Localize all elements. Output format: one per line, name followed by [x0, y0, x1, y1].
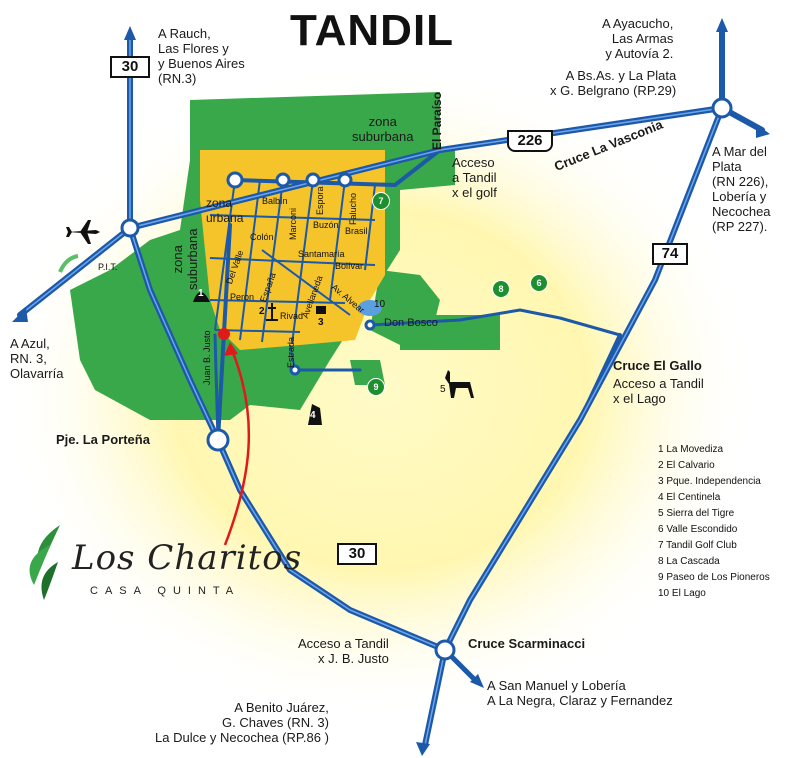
junction-el-gallo-sub: Acceso a Tandil x el Lago	[613, 376, 704, 406]
legend-item: 8 La Cascada	[658, 556, 720, 567]
legend-item: 4 El Centinela	[658, 492, 721, 503]
el-paraiso-label: El Paraíso	[430, 91, 444, 150]
zone-suburbana-top: zona suburbana	[352, 114, 414, 144]
llama-icon	[445, 370, 474, 398]
map-title: TANDIL	[290, 6, 455, 55]
airplane-icon	[66, 220, 100, 244]
legend-item: 10 El Lago	[658, 588, 706, 599]
poi-number-10: 10	[374, 299, 386, 310]
poi-marker-9: 9	[367, 378, 385, 396]
dest-west: A Azul, RN. 3, Olavarría	[10, 336, 64, 381]
zone-suburbana-left: zona suburbana	[170, 228, 200, 290]
logo-leaves-icon	[29, 525, 60, 600]
junction-scarminacci: Cruce Scarminacci	[468, 636, 586, 651]
street-espora: Espora	[315, 186, 325, 215]
los-charitos-location-marker	[218, 328, 230, 340]
legend-item: 6 Valle Escondido	[658, 524, 738, 535]
red-pointer-arrow	[223, 349, 251, 546]
legend-item: 2 El Calvario	[658, 460, 715, 471]
street-bolivar: Bolívar	[335, 261, 364, 271]
logo-name: Los Charitos	[72, 538, 303, 578]
poi-marker-8: 8	[492, 280, 510, 298]
dest-north: A Rauch, Las Flores y y Buenos Aires (RN…	[158, 26, 245, 86]
poi-legend: 1 La Movediza 2 El Calvario 3 Pque. Inde…	[658, 442, 770, 602]
legend-item: 7 Tandil Golf Club	[658, 540, 737, 551]
poi-number-3: 3	[318, 317, 324, 328]
route-30-north-shield: 30	[110, 56, 150, 78]
street-falucho: Falucho	[348, 192, 358, 225]
street-balbin: Balbín	[262, 196, 288, 206]
dest-northeast-mid: A Bs.As. y La Plata x G. Belgrano (RP.29…	[550, 68, 677, 98]
golf-access-label: Acceso a Tandil x el golf	[452, 155, 497, 200]
street-marconi: Marconi	[288, 207, 298, 240]
arrow-east	[756, 124, 770, 138]
junction-el-gallo: Cruce El Gallo	[613, 358, 702, 373]
legend-item: 3 Pque. Independencia	[658, 476, 761, 487]
arrow-ne	[716, 18, 728, 32]
arrow-west	[12, 308, 28, 322]
street-buzon: Buzón	[313, 220, 339, 230]
street-estrada: Estrada	[286, 336, 296, 368]
poi-number-1: 1	[198, 288, 204, 299]
arrow-south	[416, 742, 430, 756]
junction-la-portena: Pje. La Porteña	[56, 432, 150, 447]
el-centinela-rock-icon	[308, 404, 322, 425]
parque-independencia-castle-icon	[316, 306, 326, 314]
street-santamaria: Santamaría	[298, 249, 345, 259]
dest-southeast: A San Manuel y Lobería A La Negra, Clara…	[487, 678, 673, 708]
junction-scarminacci-sub: Acceso a Tandil x J. B. Justo	[298, 636, 389, 666]
pit-label: P.I.T.	[98, 262, 118, 272]
dest-northeast-top: A Ayacucho, Las Armas y Autovía 2.	[602, 16, 674, 61]
logo-subtitle: CASA QUINTA	[90, 585, 241, 597]
route-226-shield: 226	[507, 130, 553, 152]
street-juan-b-justo: Juan B. Justo	[202, 330, 212, 385]
street-colon: Colón	[250, 232, 274, 242]
dest-south: A Benito Juárez, G. Chaves (RN. 3) La Du…	[155, 700, 329, 745]
poi-number-5: 5	[440, 384, 446, 395]
roundabouts	[120, 97, 733, 661]
poi-number-2: 2	[259, 306, 265, 317]
green-area-right-strip	[400, 315, 500, 350]
route-30-south-shield: 30	[337, 543, 377, 565]
poi-number-4: 4	[310, 410, 316, 421]
street-peron: Peron	[230, 292, 255, 302]
arrow-north	[124, 26, 136, 40]
la-movediza-rock-icon	[193, 292, 210, 302]
poi-marker-7: 7	[372, 192, 390, 210]
airport-runway-marker	[58, 254, 79, 273]
street-brasil: Brasil	[345, 226, 368, 236]
street-rivad: Rivad	[280, 311, 304, 321]
don-bosco-label: Don Bosco	[384, 317, 438, 329]
zone-urbana: zona urbana	[206, 196, 244, 225]
dest-east: A Mar del Plata (RN 226), Lobería y Neco…	[712, 144, 771, 234]
legend-item: 1 La Movediza	[658, 444, 724, 455]
lake	[358, 300, 382, 316]
arrow-se	[470, 674, 484, 688]
legend-item: 9 Paseo de Los Pioneros	[658, 572, 770, 583]
legend-item: 5 Sierra del Tigre	[658, 508, 735, 519]
route-74-shield: 74	[652, 243, 688, 265]
poi-marker-6: 6	[530, 274, 548, 292]
el-calvario-cross-icon	[266, 303, 278, 321]
